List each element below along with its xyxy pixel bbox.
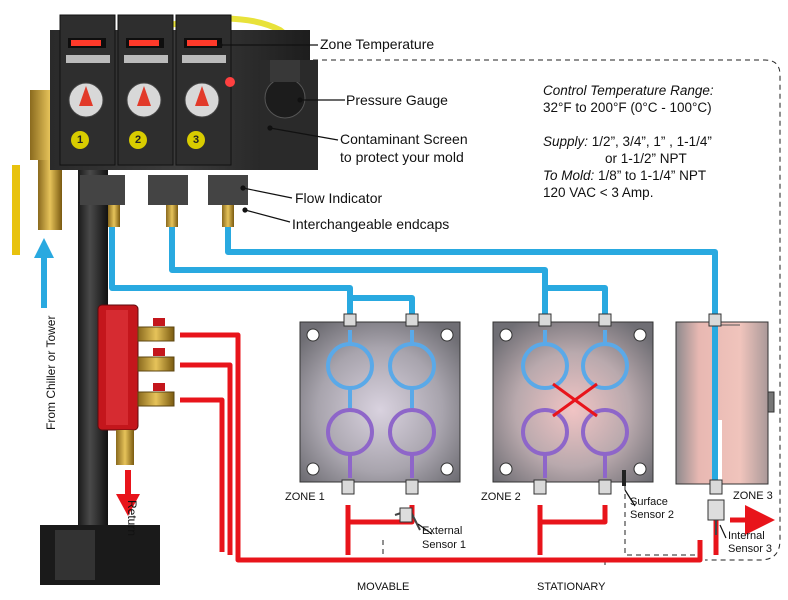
from-chiller-label: From Chiller or Tower xyxy=(44,315,58,430)
zone-3-block xyxy=(675,321,775,486)
specifications: Control Temperature Range: 32°F to 200°F… xyxy=(543,82,714,201)
zone-temperature-label: Zone Temperature xyxy=(320,36,435,52)
stationary-label: STATIONARY xyxy=(537,581,606,593)
zone-1-plate xyxy=(299,321,461,483)
power-rating: 120 VAC < 3 Amp. xyxy=(543,185,654,200)
controller-number-1: 1 xyxy=(77,134,84,146)
internal-sensor-sublabel: Sensor 3 xyxy=(728,543,773,555)
internal-sensor-3 xyxy=(707,499,725,535)
interchangeable-endcaps-label: Interchangeable endcaps xyxy=(292,216,450,232)
surface-sensor-label: Surface xyxy=(630,496,668,508)
zone-3-label: ZONE 3 xyxy=(733,490,773,502)
controller-number-3: 3 xyxy=(193,134,200,146)
supply-label: Supply: xyxy=(543,134,589,149)
supply-arrow xyxy=(34,238,54,308)
fittings xyxy=(341,313,723,495)
external-sensor-sublabel: Sensor 1 xyxy=(422,539,467,551)
contaminant-screen-sublabel: to protect your mold xyxy=(340,149,464,165)
external-sensor-1 xyxy=(394,507,421,531)
external-sensor-label: External xyxy=(422,525,463,537)
controller-modules xyxy=(59,14,248,227)
internal-sensor-label: Internal xyxy=(728,530,765,542)
range-value: 32°F to 200°F (0°C - 100°C) xyxy=(543,100,712,115)
supply-value-2: or 1-1/2” NPT xyxy=(605,151,687,166)
controller-module-3 xyxy=(175,14,248,227)
callout-leaders xyxy=(217,42,727,539)
controller-module-2 xyxy=(117,14,188,227)
movable-label: MOVABLE xyxy=(357,581,410,593)
zone-2-plate xyxy=(492,321,654,486)
pressure-gauge-label: Pressure Gauge xyxy=(346,92,448,108)
return-lines xyxy=(180,332,775,563)
to-mold-label: To Mold: xyxy=(543,168,595,183)
zone-2-label: ZONE 2 xyxy=(481,491,521,503)
supply-lines xyxy=(109,225,718,318)
flow-indicator-label: Flow Indicator xyxy=(295,190,383,206)
controller-module-1 xyxy=(59,14,125,227)
zone-1-label: ZONE 1 xyxy=(285,491,325,503)
return-manifold xyxy=(97,304,175,465)
supply-value: 1/2”, 3/4”, 1” , 1-1/4” xyxy=(591,134,712,149)
surface-sensor-sublabel: Sensor 2 xyxy=(630,509,675,521)
controller-number-2: 2 xyxy=(135,134,142,146)
return-label: Return xyxy=(125,500,139,537)
return-arrow xyxy=(116,470,140,516)
contaminant-screen-label: Contaminant Screen xyxy=(340,131,468,147)
to-mold-value: 1/8” to 1-1/4” NPT xyxy=(598,168,707,183)
range-title: Control Temperature Range: xyxy=(543,83,714,98)
